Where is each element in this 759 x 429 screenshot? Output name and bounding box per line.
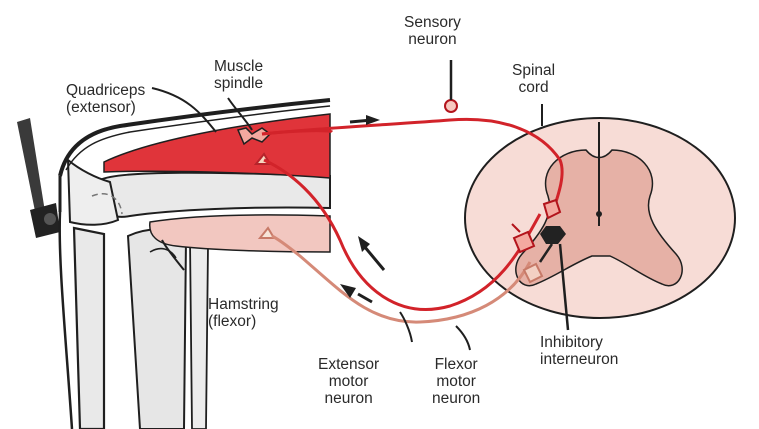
extensor-label-line-3: neuron: [318, 390, 379, 407]
inhibitory-interneuron-label: Inhibitory interneuron: [540, 334, 618, 368]
sensory-label-line-2: neuron: [404, 31, 461, 48]
spinal-label-line-1: Spinal: [512, 62, 555, 79]
hamstring-muscle: [150, 215, 330, 252]
sensory-ganglion-icon: [445, 100, 457, 112]
flexor-label-line-3: neuron: [432, 390, 480, 407]
inhibitory-label-line-1: Inhibitory: [540, 334, 618, 351]
leg: [17, 100, 330, 429]
muscle-spindle-label: Muscle spindle: [214, 58, 263, 92]
spinal-cord-label: Spinal cord: [512, 62, 555, 96]
reflex-hammer-icon: [17, 118, 60, 238]
quadriceps-label: Quadriceps (extensor): [66, 82, 145, 116]
spindle-label-line-1: Muscle: [214, 58, 263, 75]
flexor-motor-neuron-label: Flexor motor neuron: [432, 356, 480, 407]
sensory-neuron-label: Sensory neuron: [404, 14, 461, 48]
hamstring-label-line-1: Hamstring: [208, 296, 279, 313]
spindle-label-line-2: spindle: [214, 75, 263, 92]
flexor-label-line-2: motor: [432, 373, 480, 390]
extensor-label-line-1: Extensor: [318, 356, 379, 373]
sensory-label-line-1: Sensory: [404, 14, 461, 31]
flexor-label-line-1: Flexor: [432, 356, 480, 373]
shin: [74, 228, 104, 429]
hamstring-label-line-2: (flexor): [208, 313, 279, 330]
sensory-direction-arrow-icon: [350, 115, 380, 125]
extensor-label-line-2: motor: [318, 373, 379, 390]
extensor-direction-arrow-icon: [358, 236, 384, 270]
quadriceps-label-line-2: (extensor): [66, 99, 145, 116]
inhibitory-label-line-2: interneuron: [540, 351, 618, 368]
spinal-label-line-2: cord: [512, 79, 555, 96]
tibia: [128, 229, 186, 429]
quadriceps-label-line-1: Quadriceps: [66, 82, 145, 99]
extensor-motor-neuron-label: Extensor motor neuron: [318, 356, 379, 407]
hamstring-label: Hamstring (flexor): [208, 296, 279, 330]
spinal-cord-section: [465, 118, 735, 318]
